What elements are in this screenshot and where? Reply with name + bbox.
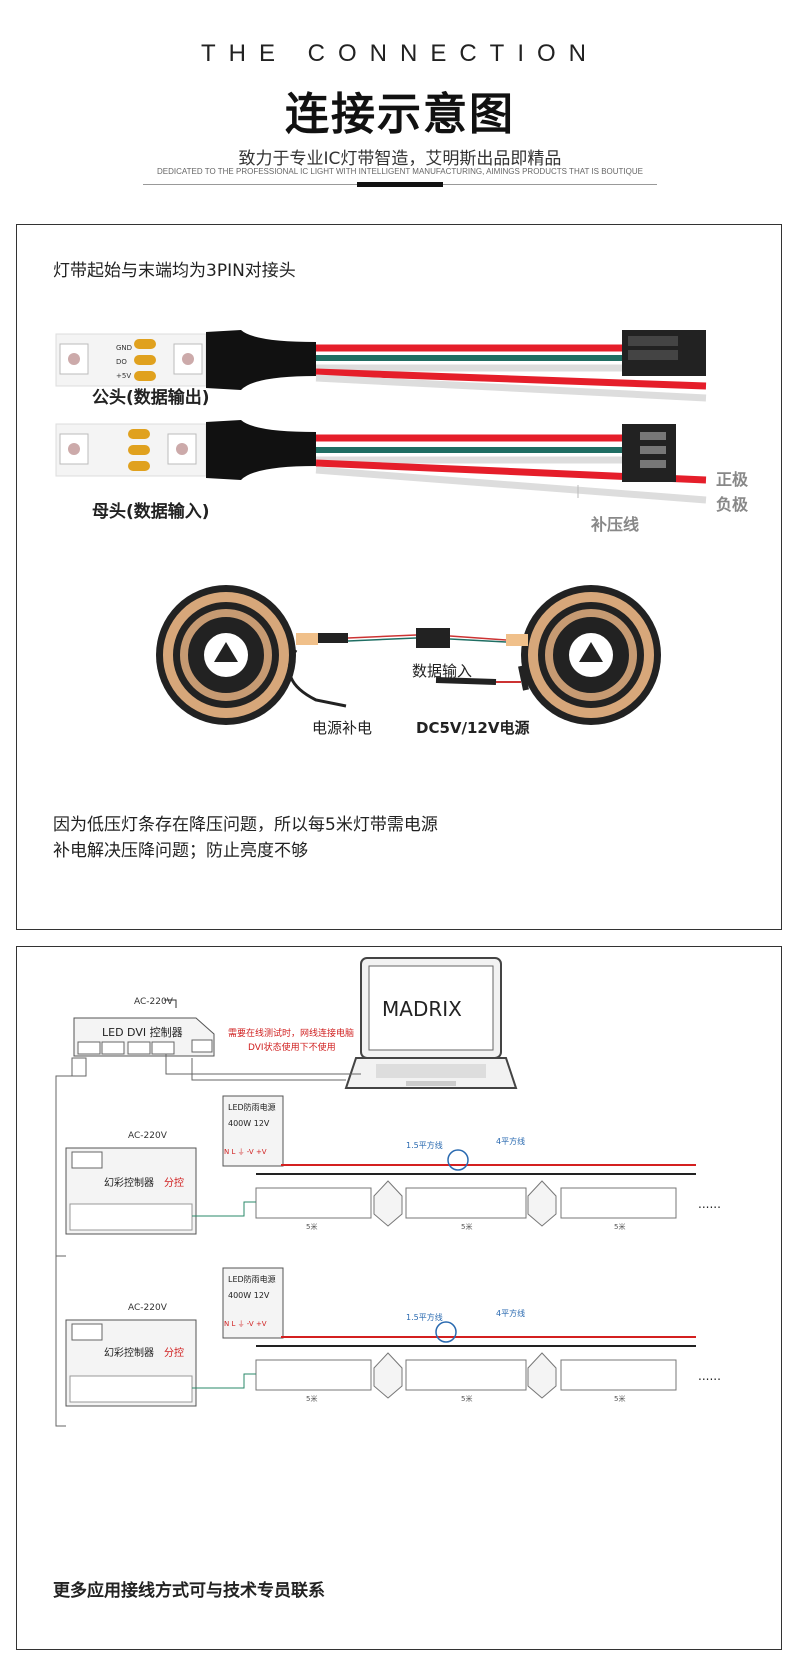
seg-5m-3: 5米 <box>614 1222 625 1231</box>
wiring-diagram: AC-220V LED DVI 控制器 MADRIX 需要在线测试时，网线连接电… <box>55 957 721 1427</box>
data-input-label: 数据输入 <box>412 662 472 680</box>
controller-1-name: 幻彩控制器 <box>104 1176 154 1189</box>
wire-4-row-2: 4平方线 <box>496 1308 525 1318</box>
positive-label: 正极 <box>716 470 749 489</box>
header-title-en: THE CONNECTION <box>201 40 599 67</box>
power-supplement-label: 电源补电 <box>312 719 372 737</box>
fill-wire-label: 补压线 <box>590 515 639 534</box>
ac-label-3: AC-220V <box>128 1303 168 1313</box>
red-note-1: 需要在线测试时，网线连接电脑 <box>228 1027 354 1039</box>
psu-2-name: LED防雨电源 <box>228 1274 276 1284</box>
laptop <box>344 957 518 1089</box>
seg-5m-2: 5米 <box>461 1222 472 1231</box>
connector-intro: 灯带起始与末端均为3PIN对接头 <box>53 261 296 281</box>
controller-2-suffix: 分控 <box>164 1346 184 1359</box>
header-subtitle-en: DEDICATED TO THE PROFESSIONAL IC LIGHT W… <box>157 167 643 176</box>
header-title-cn: 连接示意图 <box>285 89 515 140</box>
laptop-brand: MADRIX <box>382 997 462 1021</box>
connector-panel <box>16 224 782 930</box>
red-note-2: DVI状态使用下不使用 <box>248 1041 336 1053</box>
female-strip <box>55 420 707 504</box>
header-subtitle-cn: 致力于专业IC灯带智造，艾明斯出品即精品 <box>238 149 562 169</box>
male-pad-5v: +5V <box>116 372 131 380</box>
male-pad-do: DO <box>116 358 127 366</box>
note-line-1: 因为低压灯条存在降压问题，所以每5米灯带需电源 <box>53 815 438 835</box>
male-strip: GND DO +5V <box>55 330 707 402</box>
connector-illustration: GND DO +5V 公头(数据输出) 母头(数据输入) 正极 <box>55 330 749 737</box>
psu-1-name: LED防雨电源 <box>228 1102 276 1112</box>
controller-1-suffix: 分控 <box>164 1176 184 1189</box>
ac-label-2: AC-220V <box>128 1131 168 1141</box>
psu-2-terms: N L ⏚ -V +V <box>224 1320 267 1328</box>
wire-15-row-1: 1.5平方线 <box>406 1140 443 1150</box>
continue-dots-1: ...... <box>698 1197 721 1211</box>
wire-15-row-2: 1.5平方线 <box>406 1312 443 1322</box>
male-label: 公头(数据输出) <box>92 387 210 408</box>
seg-5m-1: 5米 <box>306 1222 317 1231</box>
continue-dots-2: ...... <box>698 1369 721 1383</box>
reel-wiring <box>287 628 529 708</box>
power-source-label: DC5V/12V电源 <box>416 719 529 737</box>
wiring-panel <box>16 946 782 1650</box>
footer-note: 更多应用接线方式可与技术专员联系 <box>53 1581 325 1601</box>
dvi-controller-title: LED DVI 控制器 <box>102 1025 183 1039</box>
controller-2-name: 幻彩控制器 <box>104 1346 154 1359</box>
seg-5m-6: 5米 <box>614 1394 625 1403</box>
reel-right <box>521 585 661 725</box>
header-accent-bar <box>357 182 443 187</box>
female-label: 母头(数据输入) <box>92 501 210 522</box>
seg-5m-5: 5米 <box>461 1394 472 1403</box>
note-line-2: 补电解决压降问题；防止亮度不够 <box>53 841 308 861</box>
reel-left <box>156 585 296 725</box>
negative-label: 负极 <box>716 495 749 514</box>
male-pad-gnd: GND <box>116 344 132 352</box>
psu-1-spec: 400W 12V <box>228 1119 270 1128</box>
wire-4-row-1: 4平方线 <box>496 1136 525 1146</box>
psu-2-spec: 400W 12V <box>228 1291 270 1300</box>
psu-1-terms: N L ⏚ -V +V <box>224 1148 267 1156</box>
seg-5m-4: 5米 <box>306 1394 317 1403</box>
ac-label-1: AC-220V <box>134 997 174 1007</box>
